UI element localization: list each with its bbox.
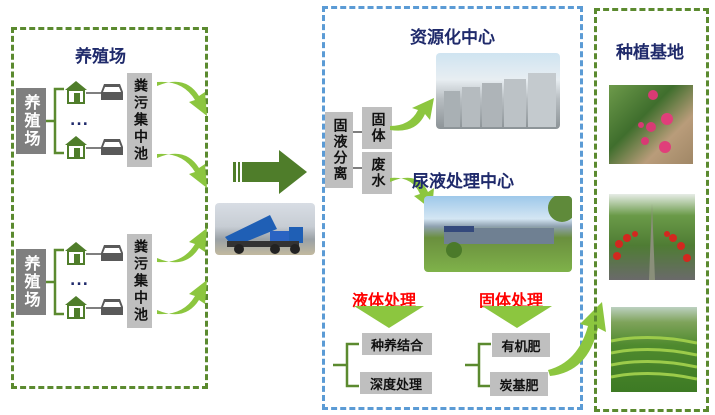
tea-plantation-photo bbox=[611, 307, 697, 392]
liquid-bracket bbox=[333, 342, 359, 388]
liquid-item-1-text: 种养结合 bbox=[370, 338, 423, 354]
solid-liquid-separation-text: 固液分离 bbox=[331, 118, 348, 182]
ellipsis: ... bbox=[70, 113, 89, 129]
truck-illustration bbox=[225, 215, 303, 254]
liquid-item-2: 深度处理 bbox=[360, 372, 432, 394]
solid-item-1-text: 有机肥 bbox=[501, 339, 541, 355]
connector-line bbox=[86, 147, 102, 149]
curved-arrow bbox=[157, 81, 207, 116]
solid-bracket bbox=[465, 342, 491, 388]
tanks-illustration bbox=[444, 73, 556, 127]
resource-center-title: 资源化中心 bbox=[410, 28, 495, 48]
planting-base-panel bbox=[594, 8, 709, 412]
barn-icon bbox=[65, 242, 87, 265]
farm-label-1-text: 养殖场 bbox=[21, 94, 41, 148]
liquid-item-1: 种养结合 bbox=[362, 333, 432, 355]
wastewater-box-text: 废水 bbox=[369, 157, 386, 189]
connector-line bbox=[86, 92, 102, 94]
curved-arrow bbox=[157, 153, 207, 188]
urine-center-title: 尿液处理中心 bbox=[412, 172, 514, 192]
dragon-fruit-photo bbox=[609, 85, 693, 164]
farm-bracket-1 bbox=[46, 87, 64, 155]
dragon-fruit-illustration bbox=[638, 90, 673, 153]
curved-arrow bbox=[157, 280, 207, 315]
connector-line bbox=[353, 131, 363, 133]
farm-panel-title: 养殖场 bbox=[75, 47, 126, 67]
curved-arrow bbox=[548, 302, 606, 376]
curved-arrow bbox=[390, 177, 434, 210]
sewage-truck-photo bbox=[215, 203, 315, 255]
farm-panel bbox=[11, 27, 208, 389]
curved-arrow bbox=[390, 98, 434, 131]
tomato-illustration bbox=[613, 204, 691, 280]
manure-pool-1: 粪污集中池 bbox=[127, 73, 152, 167]
resource-center-panel bbox=[322, 6, 583, 410]
barn-icon bbox=[65, 81, 87, 104]
barn-icon bbox=[65, 136, 87, 159]
connector-line bbox=[353, 167, 363, 169]
farm-label-2: 养殖场 bbox=[16, 249, 46, 315]
transfer-arrow bbox=[233, 150, 307, 194]
farm-label-1: 养殖场 bbox=[16, 88, 46, 154]
solid-item-2: 炭基肥 bbox=[490, 372, 548, 396]
farm-bracket-2 bbox=[46, 248, 64, 316]
plant-illustration bbox=[444, 196, 572, 258]
connector-line bbox=[86, 253, 102, 255]
liquid-processing-title: 液体处理 bbox=[352, 291, 417, 310]
solid-item-2-text: 炭基肥 bbox=[499, 378, 539, 394]
connector-line bbox=[86, 307, 102, 309]
manure-pool-2: 粪污集中池 bbox=[127, 234, 152, 328]
tomato-greenhouse-photo bbox=[609, 194, 695, 280]
solid-box: 固体 bbox=[362, 107, 392, 149]
planting-base-title: 种植基地 bbox=[616, 43, 684, 63]
ellipsis: ... bbox=[70, 273, 89, 289]
liquid-item-2-text: 深度处理 bbox=[369, 377, 422, 393]
solid-box-text: 固体 bbox=[369, 112, 386, 144]
tray-icon bbox=[101, 139, 123, 155]
down-arrow bbox=[482, 306, 552, 328]
barn-icon bbox=[65, 296, 87, 319]
tea-rows-illustration bbox=[611, 335, 697, 381]
curved-arrow bbox=[157, 228, 207, 263]
manure-pool-1-text: 粪污集中池 bbox=[132, 77, 148, 163]
tray-icon bbox=[101, 299, 123, 315]
tray-icon bbox=[101, 84, 123, 100]
farm-label-2-text: 养殖场 bbox=[21, 255, 41, 309]
urine-treatment-photo bbox=[424, 196, 572, 272]
wastewater-box: 废水 bbox=[362, 152, 392, 194]
tray-icon bbox=[101, 245, 123, 261]
manure-pool-2-text: 粪污集中池 bbox=[132, 238, 148, 324]
down-arrow bbox=[354, 306, 424, 328]
solid-liquid-separation: 固液分离 bbox=[325, 112, 353, 188]
solid-processing-title: 固体处理 bbox=[479, 291, 544, 310]
fermentation-tanks-photo bbox=[436, 53, 560, 129]
solid-item-1: 有机肥 bbox=[492, 333, 550, 357]
